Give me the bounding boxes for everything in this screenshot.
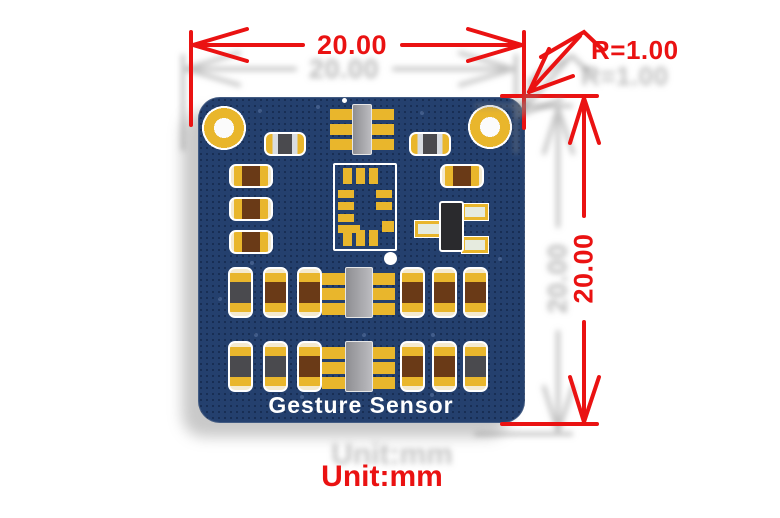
smd-capacitor xyxy=(400,341,425,392)
via-dot xyxy=(430,393,434,397)
ic-pad xyxy=(322,347,345,359)
footprint-pad xyxy=(369,230,378,246)
footprint-pad xyxy=(376,190,392,198)
mounting-hole-right xyxy=(467,104,513,150)
smd-capacitor xyxy=(440,164,484,188)
sot23-pad xyxy=(462,204,488,220)
via-dot xyxy=(218,297,222,301)
footprint-pad xyxy=(343,168,352,184)
smd-capacitor xyxy=(432,341,457,392)
via-dot xyxy=(362,333,366,337)
footprint-pad xyxy=(343,230,352,246)
unit-label: Unit:mm xyxy=(321,460,443,493)
footprint-pad xyxy=(356,168,365,184)
sot23-transistor-body xyxy=(439,201,464,252)
smd-resistor xyxy=(263,341,288,392)
footprint-pad xyxy=(338,190,354,198)
ic-pad xyxy=(322,362,345,374)
smd-capacitor xyxy=(263,267,288,318)
smd-resistor xyxy=(409,132,451,156)
ic-pad xyxy=(372,347,395,359)
ic-pad xyxy=(372,362,395,374)
silkscreen-dot-small xyxy=(342,98,347,103)
footprint-pad xyxy=(376,202,392,210)
ic-pad xyxy=(322,273,345,285)
ic-pad xyxy=(330,109,353,120)
via-dot xyxy=(316,105,320,109)
footprint-pad xyxy=(338,225,360,233)
ic-body-top xyxy=(352,104,372,155)
width-dimension-label: 20.00 xyxy=(316,30,388,60)
footprint-pad xyxy=(338,202,354,210)
ic-body-middle xyxy=(345,267,373,318)
via-dot xyxy=(250,261,254,265)
via-dot xyxy=(420,111,424,115)
smd-resistor xyxy=(228,341,253,392)
via-dot xyxy=(498,257,502,261)
ic-pad xyxy=(322,377,345,389)
smd-capacitor xyxy=(229,164,273,188)
corner-radius-label: R=1.00 xyxy=(591,35,679,65)
height-dimension-label: 20.00 xyxy=(568,233,599,304)
ic-pad xyxy=(372,273,395,285)
ic-pad xyxy=(372,377,395,389)
ic-pad xyxy=(371,139,394,150)
smd-resistor xyxy=(228,267,253,318)
smd-capacitor xyxy=(463,267,488,318)
smd-resistor xyxy=(264,132,306,156)
footprint-pad xyxy=(338,214,354,222)
smd-capacitor xyxy=(297,267,322,318)
ic-body-bottom xyxy=(345,341,373,392)
footprint-pad xyxy=(382,221,394,232)
ic-pad xyxy=(372,288,395,300)
sot23-pad xyxy=(462,237,488,253)
ic-pad xyxy=(371,124,394,135)
via-dot xyxy=(431,333,435,337)
via-dot xyxy=(258,109,262,113)
smd-capacitor xyxy=(229,230,273,254)
smd-capacitor xyxy=(297,341,322,392)
sot23-pad xyxy=(415,221,442,237)
smd-capacitor xyxy=(229,197,273,221)
via-dot xyxy=(254,333,258,337)
ic-pad xyxy=(322,303,345,315)
via-dot xyxy=(300,395,304,399)
silkscreen-dot xyxy=(384,252,397,265)
ic-pad xyxy=(371,109,394,120)
ic-pad xyxy=(372,303,395,315)
board-silkscreen-title: Gesture Sensor xyxy=(268,392,454,418)
ic-pad xyxy=(330,124,353,135)
smd-capacitor xyxy=(400,267,425,318)
ic-footprint-outline xyxy=(333,163,397,251)
smd-capacitor xyxy=(432,267,457,318)
ic-pad xyxy=(322,288,345,300)
mounting-hole-left xyxy=(201,105,247,151)
footprint-pad xyxy=(356,230,365,246)
pcb-board: Gesture Sensor xyxy=(198,97,525,423)
smd-resistor xyxy=(463,341,488,392)
ic-pad xyxy=(330,139,353,150)
footprint-pad xyxy=(369,168,378,184)
